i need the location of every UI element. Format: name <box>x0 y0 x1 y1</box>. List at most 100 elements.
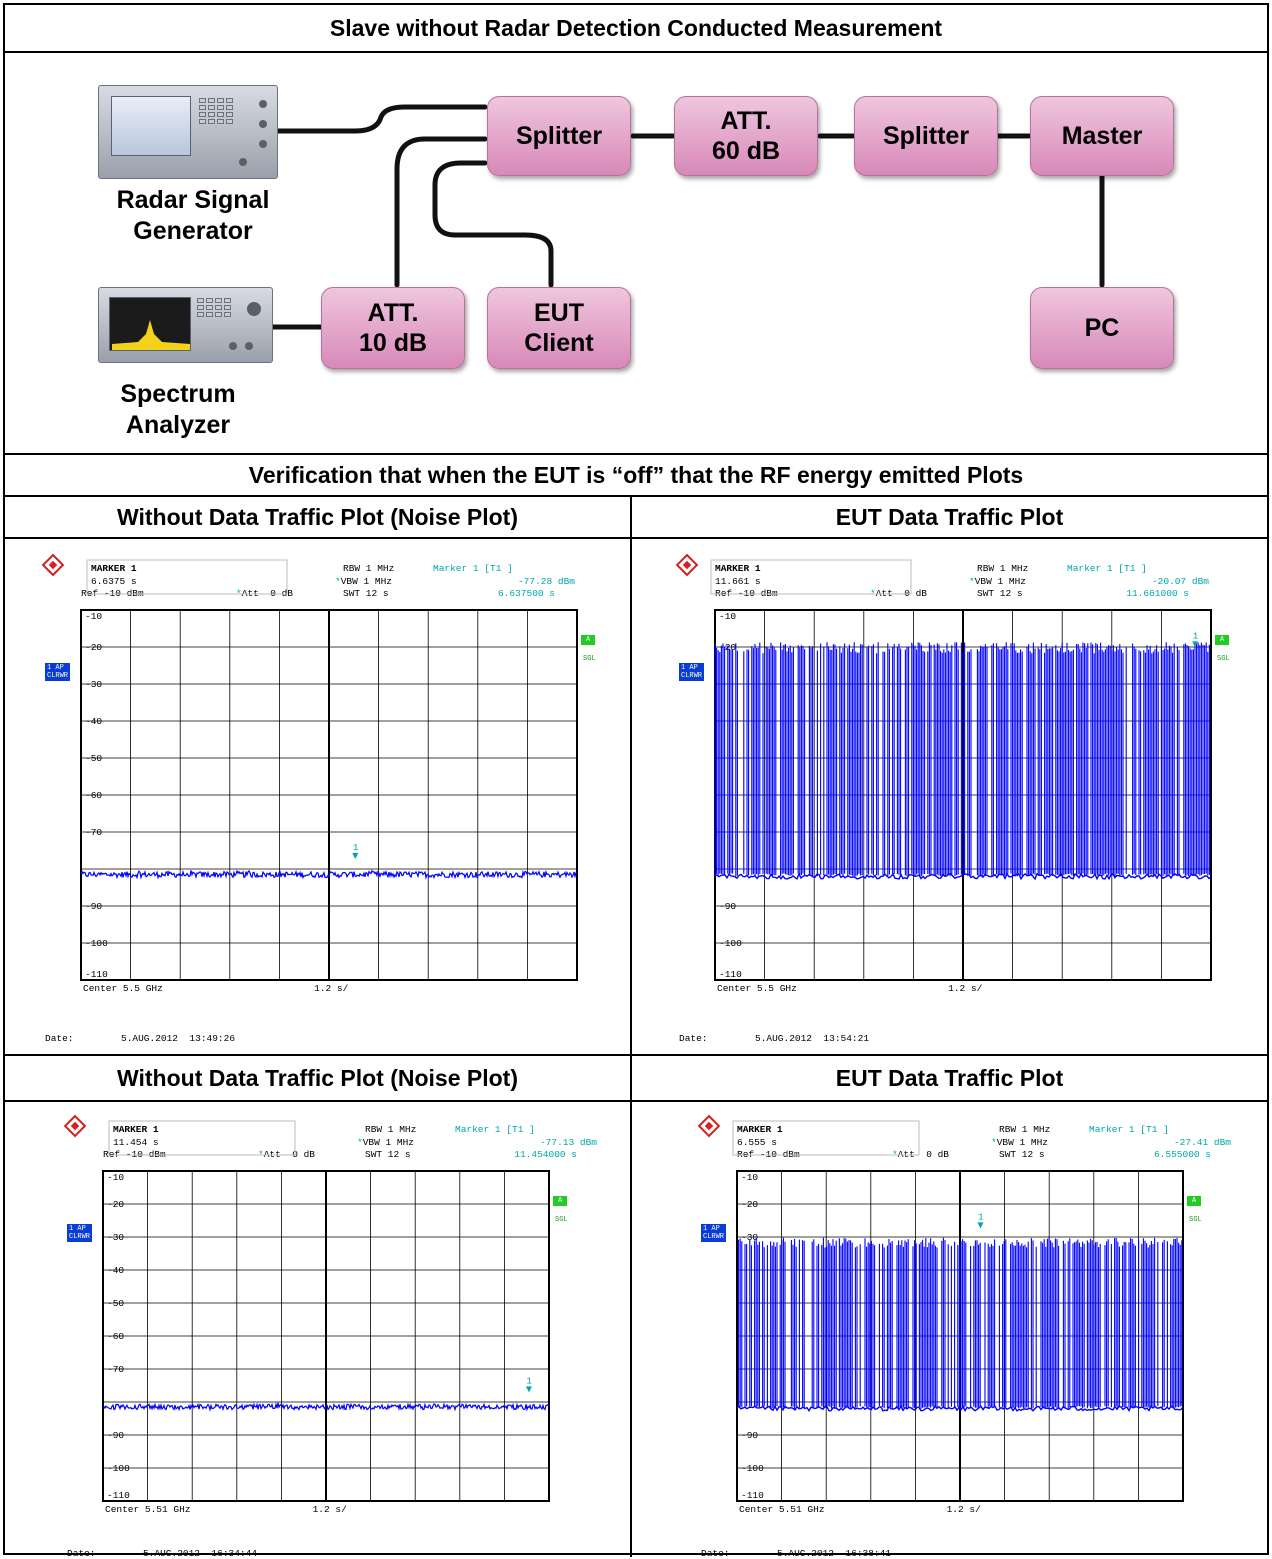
center-frequency: Center 5.51 GHz <box>105 1504 191 1515</box>
marker-label: Marker 1 [T1 ] <box>455 1124 535 1135</box>
trace-mode-badge: 1 AP CLRWR <box>679 663 705 681</box>
rbw: RBW 1 MHz <box>999 1124 1051 1135</box>
span-per-division: 1.2 s/ <box>312 1504 347 1515</box>
vbw: *VBW 1 MHz <box>969 576 1027 587</box>
marker-triangle-icon <box>525 1386 532 1393</box>
y-tick-label: -110 <box>741 1490 764 1501</box>
marker-triangle-icon <box>352 853 359 860</box>
date-label: Date: <box>67 1548 96 1559</box>
spectrum-plot-3: MARKER 1 11.454 s Ref -10 dBm *Att 0 dB … <box>61 1112 597 1559</box>
marker-time-value: 6.555000 s <box>1153 1149 1211 1160</box>
noise-trace <box>102 1402 550 1412</box>
trace-mode-badge: 1 AP CLRWR <box>67 1224 93 1242</box>
noise-trace <box>80 869 578 880</box>
connection-lines <box>270 104 1105 330</box>
date-value: 5.AUG.2012 16:34:44 <box>143 1548 258 1559</box>
marker-level: -27.41 dBm <box>1173 1137 1231 1148</box>
date-value: 5.AUG.2012 13:54:21 <box>755 1033 870 1044</box>
y-tick-label: -60 <box>107 1331 124 1342</box>
vbw: *VBW 1 MHz <box>991 1137 1049 1148</box>
spectrum-analyzer-label: Spectrum Analyzer <box>120 380 236 439</box>
marker-time-value: 6.637500 s <box>497 588 555 599</box>
pulse-trace <box>714 642 1210 877</box>
generator-cable <box>274 104 488 134</box>
y-tick-label: -30 <box>107 1232 124 1243</box>
marker-triangle-icon <box>977 1222 984 1229</box>
trigger-a-badge: A <box>1215 635 1230 645</box>
y-tick-label: -10 <box>107 1172 124 1183</box>
marker-level: -20.07 dBm <box>1151 576 1209 587</box>
plot-title-3: Without Data Traffic Plot (Noise Plot) <box>116 1064 519 1091</box>
y-tick-label: -50 <box>85 753 102 764</box>
section-title: Verification that when the EUT is “off” … <box>248 461 1024 488</box>
y-tick-label: -70 <box>85 827 102 838</box>
marker-time: 6.555 s <box>737 1137 777 1148</box>
marker-info-box <box>732 1120 920 1156</box>
marker-header: MARKER 1 <box>91 563 137 574</box>
y-tick-label: -40 <box>107 1265 124 1276</box>
y-tick-label: -10 <box>719 611 736 622</box>
y-tick-label: -40 <box>85 716 102 727</box>
y-tick-label: -70 <box>107 1364 124 1375</box>
y-tick-label: -90 <box>719 901 736 912</box>
noise-floor-trace <box>714 872 1212 881</box>
sweep-time: SWT 12 s <box>365 1149 411 1160</box>
sweep-time: SWT 12 s <box>343 588 389 599</box>
divider <box>5 537 1267 539</box>
date-label: Date: <box>679 1033 708 1044</box>
marker-info-box <box>108 1120 296 1156</box>
marker-label: Marker 1 [T1 ] <box>1067 563 1147 574</box>
plot-title-1: Without Data Traffic Plot (Noise Plot) <box>116 503 519 530</box>
trace-mode-badge: 1 AP CLRWR <box>45 663 71 681</box>
y-tick-label: -30 <box>85 679 102 690</box>
date-label: Date: <box>45 1033 74 1044</box>
spectrum-plot-2: MARKER 1 11.661 s Ref -10 dBm *Att 0 dB … <box>673 551 1230 1046</box>
y-tick-label: -50 <box>107 1298 124 1309</box>
test-setup-diagram: Radar Signal Generator Spectrum Analyzer… <box>5 51 1267 453</box>
radar-signal-generator-icon <box>98 85 278 179</box>
marker-level: -77.13 dBm <box>539 1137 597 1148</box>
rbw: RBW 1 MHz <box>365 1124 417 1135</box>
y-tick-label: -30 <box>741 1232 758 1243</box>
plot-title-4: EUT Data Traffic Plot <box>835 1064 1064 1091</box>
y-tick-label: -10 <box>85 611 102 622</box>
marker-info-box <box>86 559 288 595</box>
y-tick-label: -20 <box>741 1199 758 1210</box>
y-tick-label: -110 <box>107 1490 130 1501</box>
y-tick-label: -90 <box>85 901 102 912</box>
spectrum-plot-4: MARKER 1 6.555 s Ref -10 dBm *Att 0 dB R… <box>695 1112 1231 1559</box>
divider <box>5 453 1267 455</box>
eut-cable <box>432 160 554 288</box>
radar-signal-generator-label: Radar Signal Generator <box>116 186 270 245</box>
trigger-a-badge: A <box>1187 1196 1202 1206</box>
y-tick-label: -110 <box>85 969 108 980</box>
plot-title-2: EUT Data Traffic Plot <box>835 503 1064 530</box>
trace-mode-badge: 1 AP CLRWR <box>701 1224 727 1242</box>
vbw: *VBW 1 MHz <box>357 1137 415 1148</box>
master-box: Master <box>1030 96 1174 176</box>
span-per-division: 1.2 s/ <box>948 983 983 994</box>
marker-time-value: 11.661000 s <box>1126 588 1189 599</box>
y-tick-label: -20 <box>85 642 102 653</box>
marker-number: 1 <box>353 842 359 853</box>
marker-header: MARKER 1 <box>715 563 761 574</box>
marker-number: 1 <box>1193 630 1199 641</box>
trigger-a-badge: A <box>553 1196 568 1206</box>
splitter-box-2: Splitter <box>854 96 998 176</box>
eut-client-box: EUT Client <box>487 287 631 369</box>
y-tick-label: -20 <box>107 1199 124 1210</box>
marker-label: Marker 1 [T1 ] <box>433 563 513 574</box>
attenuator-10db-box: ATT. 10 dB <box>321 287 465 369</box>
marker-triangle-icon <box>1192 641 1199 648</box>
marker-info-box <box>710 559 912 595</box>
marker-header: MARKER 1 <box>113 1124 159 1135</box>
y-tick-label: -10 <box>741 1172 758 1183</box>
y-tick-label: -90 <box>107 1430 124 1441</box>
y-tick-label: -100 <box>85 938 108 949</box>
spectrum-plot-1: MARKER 1 6.6375 s Ref -10 dBm *Att 0 dB … <box>39 551 596 1046</box>
pulse-trace <box>738 1237 1183 1409</box>
